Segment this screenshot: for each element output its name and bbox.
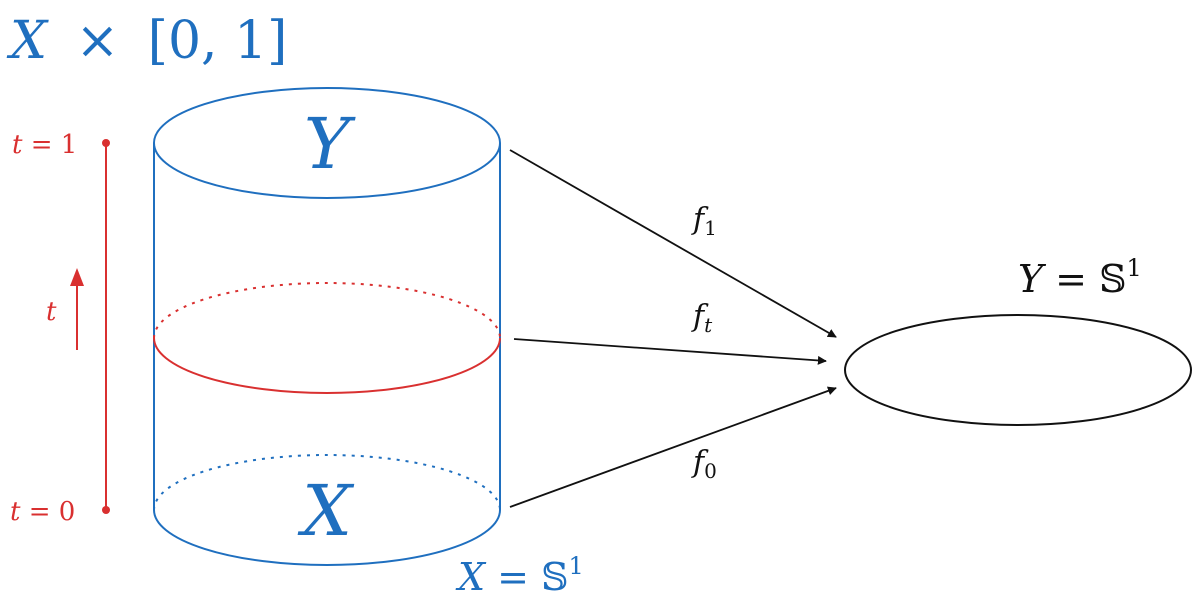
map-arrow-f1 xyxy=(509,149,837,338)
title: X × [0, 1] xyxy=(6,11,287,71)
target-ellipse xyxy=(844,314,1192,426)
title-op: × xyxy=(76,11,120,71)
map-label-ft: ft xyxy=(691,299,713,337)
cylinder-bottom-label: X xyxy=(297,470,355,552)
title-var: X xyxy=(6,11,49,71)
t0-dot xyxy=(102,506,110,514)
cylinder xyxy=(153,87,501,566)
time-axis: t = 1 t = 0 t xyxy=(10,130,110,527)
direction-label: t xyxy=(46,297,57,327)
domain-label: X = 𝕊1 xyxy=(455,552,584,599)
t0-label: t = 0 xyxy=(10,497,75,527)
cylinder-bottom-back xyxy=(153,454,501,511)
map-label-f0: f0 xyxy=(691,445,717,483)
target-label: Y = 𝕊1 xyxy=(1018,254,1142,301)
t1-dot xyxy=(102,139,110,147)
t1-label: t = 1 xyxy=(12,130,77,160)
cylinder-bottom-front xyxy=(153,509,501,566)
map-arrows xyxy=(509,149,837,508)
cylinder-top-label: Y xyxy=(304,103,356,185)
middle-slice-front xyxy=(153,337,501,394)
map-arrow-f0 xyxy=(509,386,837,508)
map-label-f1: f1 xyxy=(691,202,717,240)
direction-arrow-head xyxy=(70,268,84,286)
title-interval: [0, 1] xyxy=(148,11,288,71)
map-arrow-ft xyxy=(513,338,827,365)
middle-slice xyxy=(153,282,501,394)
middle-slice-back xyxy=(153,282,501,339)
